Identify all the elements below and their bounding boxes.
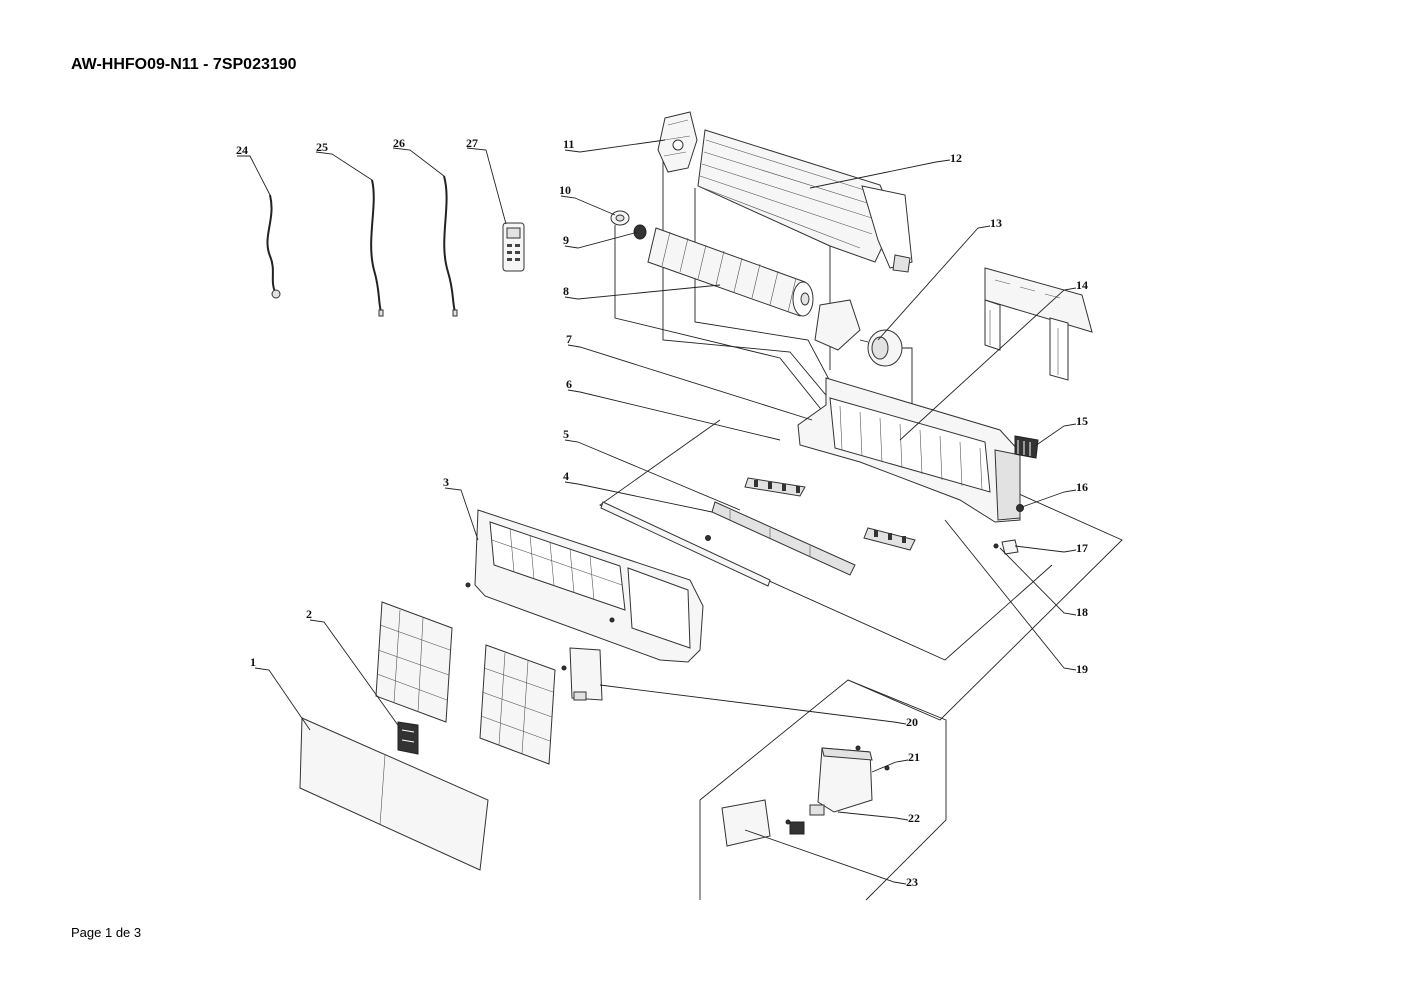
callout-leaders: [237, 139, 1077, 885]
part-11-bracket: [657, 111, 698, 173]
part-25-cable: [370, 179, 384, 317]
callout-17: 17: [1076, 541, 1088, 555]
callout-3: 3: [443, 475, 449, 489]
callout-10: 10: [559, 183, 571, 197]
callout-2: 2: [306, 607, 312, 621]
callout-5: 5: [563, 427, 569, 441]
part-12-evaporator: [697, 129, 913, 273]
part-14-mounting-plate: [984, 267, 1093, 381]
callout-14: 14: [1076, 278, 1088, 292]
air-filter-left: [375, 601, 453, 723]
callout-21: 21: [908, 750, 920, 764]
callout-18: 18: [1076, 605, 1088, 619]
part-8-cross-flow-fan: [647, 227, 814, 317]
callout-6: 6: [566, 377, 572, 391]
document-title: AW-HHFO09-N11 - 7SP023190: [71, 56, 297, 73]
part-10-bearing-holder: [610, 210, 630, 226]
callout-7: 7: [566, 332, 572, 346]
part-9-bearing: [633, 224, 647, 240]
part-26-cable: [443, 175, 458, 317]
vertical-louver-left: [744, 477, 806, 497]
part-13-fan-motor: [859, 329, 903, 367]
part-20-display-board: [561, 647, 603, 701]
callout-13: 13: [990, 216, 1002, 230]
callout-27: 27: [466, 136, 478, 150]
part-17-sensor-holder: [993, 539, 1019, 555]
part-3-front-frame: [465, 509, 704, 663]
callout-11: 11: [563, 137, 574, 151]
part-24-cable: [266, 194, 281, 299]
part-27-remote-control: [502, 222, 525, 272]
callout-1: 1: [250, 655, 256, 669]
callout-26: 26: [393, 136, 405, 150]
part-5-horizontal-louver: [711, 501, 856, 576]
vertical-louver-right: [863, 527, 916, 551]
part-4-deflector: [600, 501, 771, 587]
callout-20: 20: [906, 715, 918, 729]
air-filter-right: [479, 644, 556, 765]
part-22-terminal-block: [785, 804, 825, 835]
callout-4: 4: [563, 469, 569, 483]
chassis-frame: [797, 377, 1021, 523]
callout-15: 15: [1076, 414, 1088, 428]
part-15-terminal-cover: [1014, 435, 1039, 459]
callout-16: 16: [1076, 480, 1088, 494]
callout-12: 12: [950, 151, 962, 165]
part-23-control-board: [721, 799, 771, 847]
callout-25: 25: [316, 140, 328, 154]
callout-9: 9: [563, 233, 569, 247]
callout-23: 23: [906, 875, 918, 889]
part-1-front-panel: [299, 717, 489, 871]
part-16-screw: [1016, 504, 1024, 512]
assembly-guide-lines: [599, 160, 1123, 901]
callout-24: 24: [236, 143, 248, 157]
part-21-electric-box: [817, 745, 890, 813]
callout-19: 19: [1076, 662, 1088, 676]
motor-bracket: [814, 299, 861, 351]
callout-8: 8: [563, 284, 569, 298]
page-number: Page 1 de 3: [71, 925, 142, 940]
part-2-clip: [397, 721, 419, 755]
callout-22: 22: [908, 811, 920, 825]
callout-labels: 1 2 3 4 5 6 7 8 9 10 11 12 13 14 15 16 1…: [236, 136, 1088, 889]
